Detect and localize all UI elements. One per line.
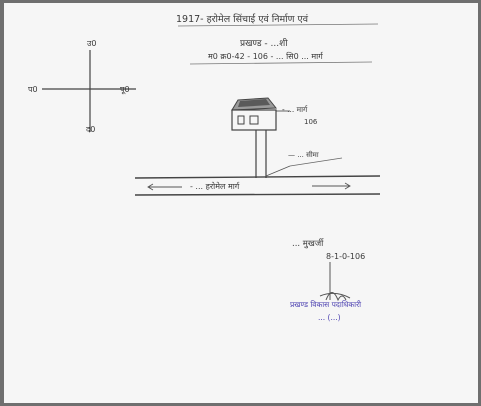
- compass-south-label: द0: [86, 125, 96, 134]
- compass-west-label: प0: [28, 85, 38, 94]
- building-sketch: [231, 97, 278, 131]
- boundary-underline: [289, 157, 343, 167]
- road-top-edge: [134, 175, 381, 179]
- signature-name: ... मुखर्जी: [292, 239, 324, 249]
- signature-date: 8-1-0-106: [326, 252, 366, 261]
- compass-east-label: पू0: [120, 85, 130, 94]
- boundary-label: — ... सीमा: [288, 151, 319, 159]
- compass-north-label: उ0: [87, 39, 97, 48]
- header-underline: [177, 23, 379, 27]
- stamp-line-2: ... (...): [318, 313, 341, 322]
- header-line-3: म0 क्र0-42 - 106 - ... सि0 ... मार्ग: [208, 52, 323, 61]
- scanned-page: [4, 3, 478, 403]
- road-bottom-edge: [134, 193, 381, 196]
- header-line-1: 1917- हरोमेल सिंचाई एवं निर्माण एवं: [176, 14, 309, 25]
- signature-scribble: [319, 262, 351, 302]
- boundary-pointer: [265, 165, 291, 177]
- road-arrow-left: [147, 183, 182, 191]
- road-label: - ... हरोमेल मार्ग: [190, 182, 240, 191]
- building-label-line-1: - ... मार्ग: [282, 105, 308, 114]
- header-line-2: प्रखण्ड - ...शी: [240, 39, 288, 49]
- header-underline-2: [189, 61, 373, 65]
- stamp-line-1: प्रखण्ड विकास पदाधिकारी: [290, 300, 362, 309]
- road-arrow-right: [312, 182, 351, 190]
- building-label-line-2: 106: [304, 118, 318, 126]
